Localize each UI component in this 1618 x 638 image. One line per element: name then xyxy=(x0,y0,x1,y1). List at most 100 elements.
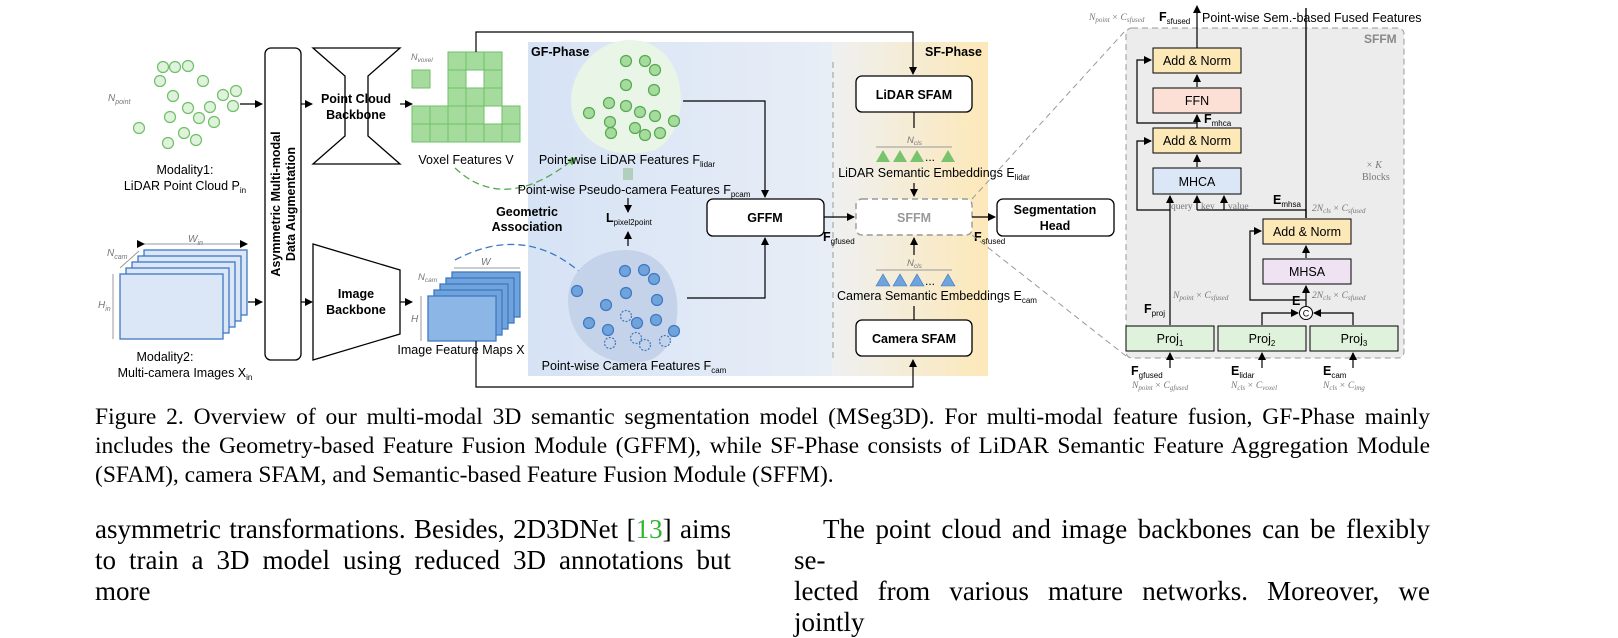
h-in-label: H xyxy=(98,300,106,311)
output-f-label: F xyxy=(1159,10,1167,24)
output-label: Point-wise Sem.-based Fused Features xyxy=(1202,11,1422,25)
n-cam-label: N xyxy=(107,248,115,259)
voxel-features-label: Voxel Features V xyxy=(418,153,514,167)
svg-text:Npoint× Csfused: Npoint× Csfused xyxy=(1172,291,1229,302)
svg-text:Multi-camera Images Xin: Multi-camera Images Xin xyxy=(118,366,253,382)
h-in-sub: in xyxy=(105,306,111,313)
ncls-top-sub: cls xyxy=(914,140,923,147)
segmentation-head-box xyxy=(996,198,1115,237)
lidar-features-sub: lidar xyxy=(700,160,715,169)
add-norm-3-label: Add & Norm xyxy=(1273,225,1341,239)
fproj-dims-c-sub: sfused xyxy=(1211,294,1229,302)
n-point-label: N xyxy=(108,93,116,104)
proj2-box xyxy=(1217,325,1307,352)
output-f-sub: sfused xyxy=(1167,17,1191,26)
svg-text:Fmhca: Fmhca xyxy=(1204,112,1232,128)
body-left-after: ] aims xyxy=(662,514,731,544)
add-norm-2-label: Add & Norm xyxy=(1163,134,1231,148)
svg-text:Point-wise LiDAR Features Flid: Point-wise LiDAR Features Flidar xyxy=(539,153,716,169)
n-voxel-label: N xyxy=(411,52,418,62)
emhsa-label: E xyxy=(1273,193,1281,207)
image-backbone-shape xyxy=(312,243,401,361)
svg-text:Fgfused: Fgfused xyxy=(823,230,855,246)
proj2-label: Proj xyxy=(1249,332,1271,346)
svg-text:Hin: Hin xyxy=(98,300,111,313)
svg-text:2Ncls× Csfused: 2Ncls× Csfused xyxy=(1312,291,1366,302)
figure-caption: Figure 2. Overview of our multi-modal 3D… xyxy=(95,404,1430,488)
body-right-column: The point cloud and image backbones can … xyxy=(794,514,1430,638)
gffm-label: GFFM xyxy=(747,211,782,225)
ncam2-sub: cam xyxy=(425,277,438,284)
output-dims-sub: point xyxy=(1094,16,1110,24)
overview-figure: Npoint Modality1: LiDAR Point Cloud Pin … xyxy=(98,5,1422,392)
mhca-label: MHCA xyxy=(1179,175,1216,189)
proj3-label: Proj xyxy=(1341,332,1363,346)
in2-sub: lidar xyxy=(1239,371,1254,380)
loss-label: L xyxy=(606,211,614,225)
in2-label: E xyxy=(1231,364,1239,378)
svg-text:Ncam: Ncam xyxy=(418,272,438,284)
lidar-embedding-triangles xyxy=(876,150,955,162)
value-label: value xyxy=(1228,202,1249,212)
emhsa-dims: 2N xyxy=(1312,204,1324,214)
proj3-box xyxy=(1309,325,1399,352)
img-backbone-line1: Image xyxy=(338,287,374,301)
body-left-before: asymmetric transformations. Besides, 2D3… xyxy=(95,514,636,544)
in1-dims: N xyxy=(1131,381,1139,391)
point-cloud-backbone-shape xyxy=(311,47,402,165)
fgfused-label: F xyxy=(823,230,831,244)
fproj-dims: N xyxy=(1172,291,1180,301)
fproj-dims-sub: point xyxy=(1178,294,1194,302)
output-dims-times: × C xyxy=(1112,13,1128,23)
ncls-top-label: N xyxy=(907,135,914,146)
citation-link[interactable]: 13 xyxy=(635,514,663,544)
output-dims-c-sub: sfused xyxy=(1127,16,1145,24)
pseudo-features-label: Point-wise Pseudo-camera Features F xyxy=(518,183,732,197)
ncam2-label: N xyxy=(418,272,425,283)
svg-text:Proj3: Proj3 xyxy=(1341,332,1368,348)
key-label: key xyxy=(1201,202,1215,212)
fmhca-label: F xyxy=(1204,112,1212,126)
n-cam-sub: cam xyxy=(114,254,127,261)
fproj-dims-times: × C xyxy=(1196,291,1212,301)
in1-dims-times: × C xyxy=(1155,381,1171,391)
proj2-sub: 2 xyxy=(1271,339,1276,348)
modality1-line1: Modality1: xyxy=(157,163,214,177)
ffn-label: FFN xyxy=(1185,94,1209,108)
add-norm-3 xyxy=(1262,218,1352,245)
svg-text:Camera Semantic Embeddings Eca: Camera Semantic Embeddings Ecam xyxy=(837,289,1037,305)
lidar-features-label: Point-wise LiDAR Features F xyxy=(539,153,701,167)
in1-dims-sub: point xyxy=(1137,384,1153,392)
modality2-sub: in xyxy=(246,373,252,382)
svg-text:Nvoxel: Nvoxel xyxy=(411,52,433,64)
w-in-sub: in xyxy=(197,240,203,247)
svg-text:Fsfused: Fsfused xyxy=(974,230,1005,246)
add-norm-1 xyxy=(1152,47,1242,74)
h-label: H xyxy=(411,314,419,325)
geometric-line2: Association xyxy=(492,220,563,234)
svg-text:Lpixel2point: Lpixel2point xyxy=(606,211,653,227)
modality2-line2: Multi-camera Images X xyxy=(118,366,247,380)
ffn-box xyxy=(1152,87,1242,114)
fproj-sub: proj xyxy=(1152,309,1166,318)
body-left-column: asymmetric transformations. Besides, 2D3… xyxy=(95,514,731,607)
concat-circle xyxy=(1299,306,1313,320)
in2-dims-times: × C xyxy=(1247,381,1263,391)
lidar-point-cloud xyxy=(132,59,243,150)
ncls-bot-sub: cls xyxy=(914,263,923,270)
in3-label: E xyxy=(1323,364,1331,378)
pc-backbone-line1: Point Cloud xyxy=(321,92,391,106)
svg-text:Ncls: Ncls xyxy=(907,258,923,270)
lidar-feature-points xyxy=(582,54,681,142)
gf-phase-title-text: GF-Phase xyxy=(531,45,589,59)
blocks-label: Blocks xyxy=(1362,172,1390,183)
e-dims: 2N xyxy=(1312,291,1324,301)
svg-text:Ncls× Cvoxel: Ncls× Cvoxel xyxy=(1230,381,1277,392)
sf-phase-title: SF-Phase xyxy=(925,45,982,59)
proj1-sub: 1 xyxy=(1179,339,1184,348)
camera-embedding-triangles xyxy=(875,273,956,287)
camera-embeddings-label: Camera Semantic Embeddings E xyxy=(837,289,1022,303)
mhsa-box xyxy=(1262,258,1352,285)
body-left-line2: to train a 3D model using reduced 3D ann… xyxy=(95,545,731,606)
emhsa-dims-times: × C xyxy=(1333,204,1349,214)
